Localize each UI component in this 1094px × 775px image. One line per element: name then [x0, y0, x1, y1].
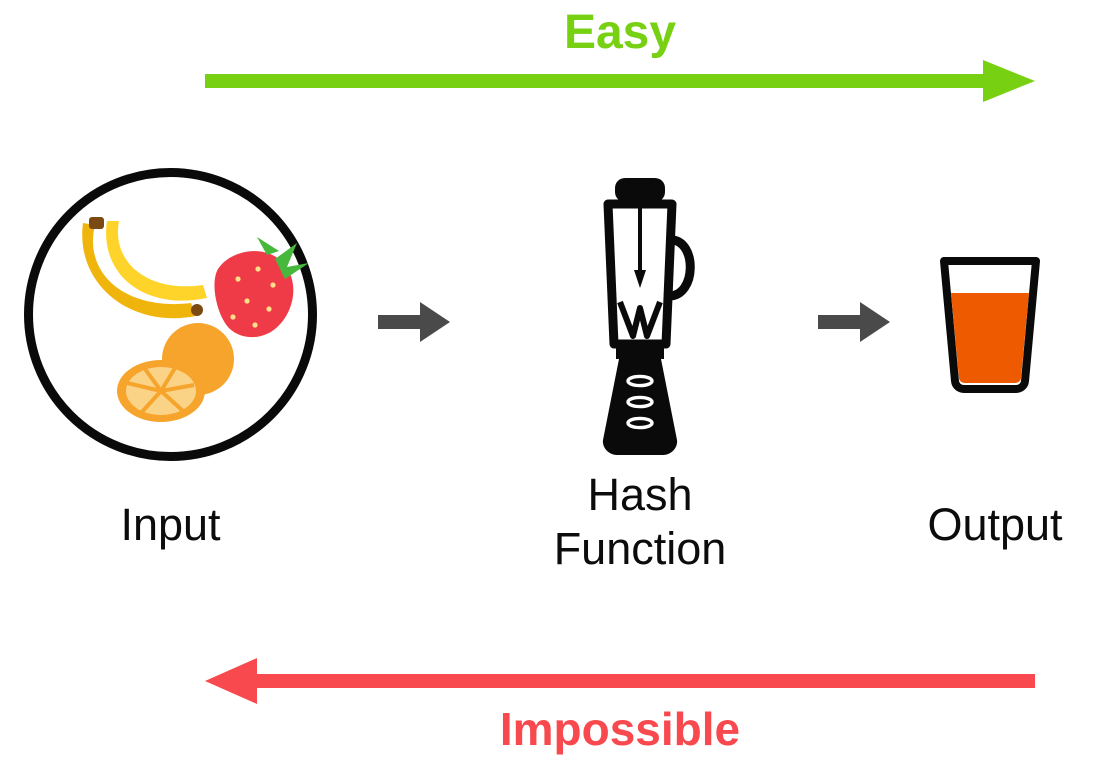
easy-label: Easy — [563, 6, 677, 59]
green-right-arrow-icon — [205, 60, 1035, 102]
input-label: Input — [120, 499, 221, 550]
arrow-right-icon — [378, 302, 450, 342]
orange-icon — [117, 323, 234, 422]
juice-glass-icon — [940, 257, 1040, 393]
blender-icon — [602, 178, 695, 455]
strawberry-icon — [214, 237, 308, 338]
hash-function-label: Hash Function — [553, 469, 727, 574]
output-label: Output — [927, 499, 1063, 550]
input-circle — [24, 168, 317, 461]
arrow-right-icon — [818, 302, 890, 342]
impossible-label: Impossible — [499, 703, 741, 755]
fruit-group-icon — [82, 217, 308, 422]
banana-icon — [82, 217, 207, 319]
red-left-arrow-icon — [205, 658, 1035, 704]
